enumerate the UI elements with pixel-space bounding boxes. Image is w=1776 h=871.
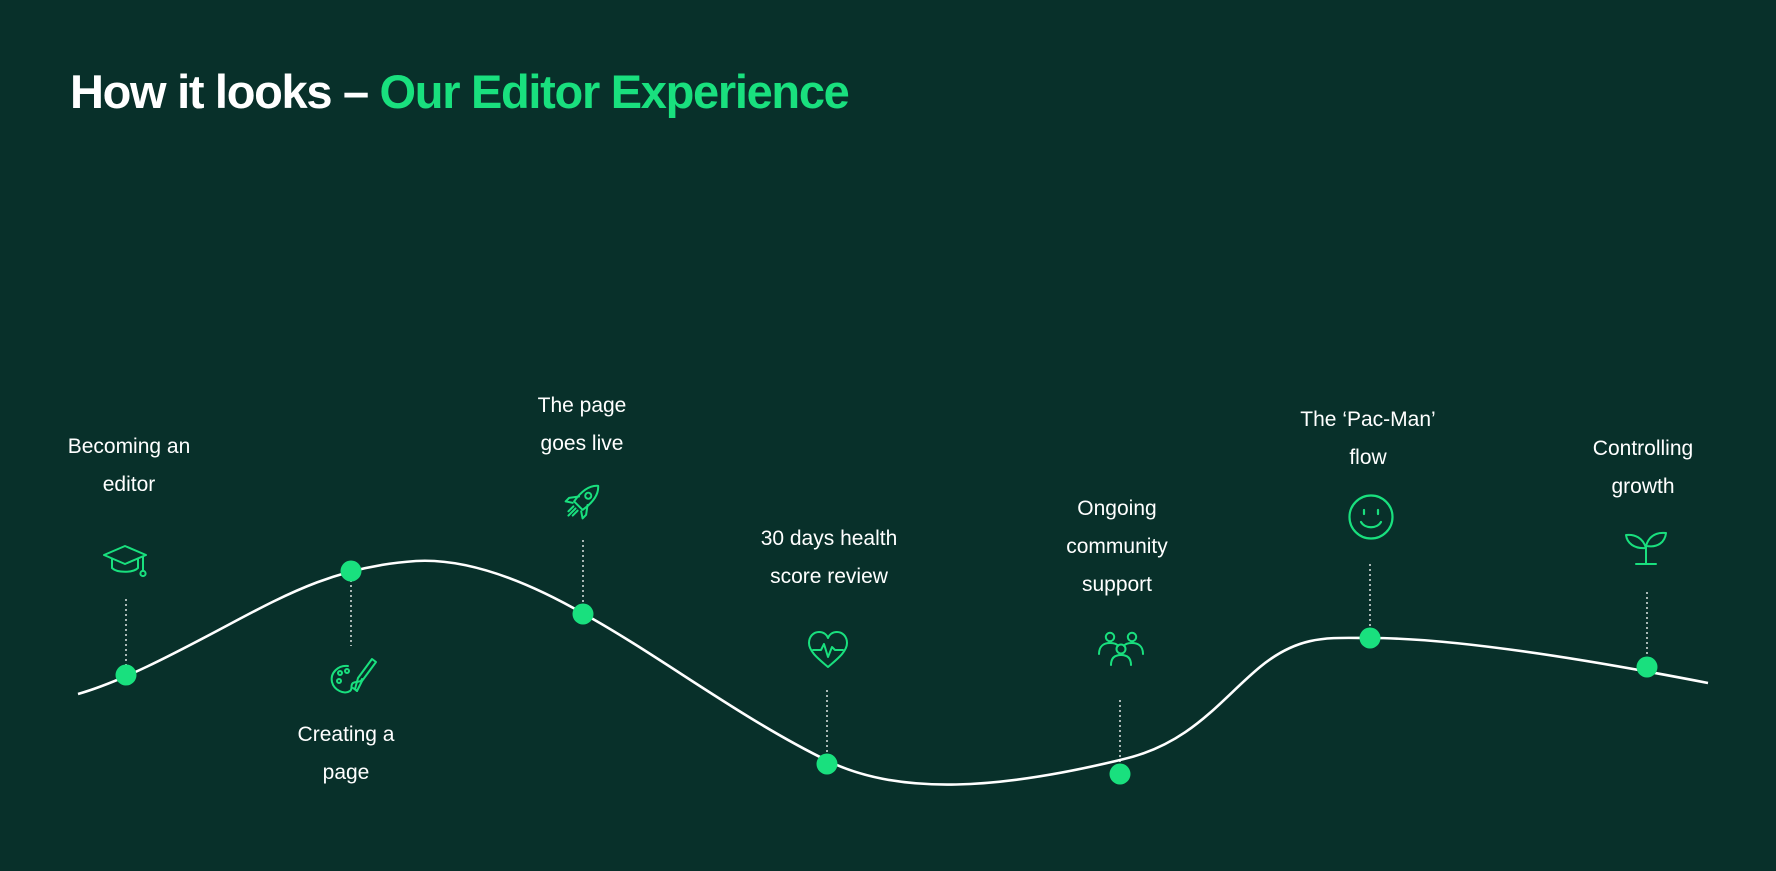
- milestone-dot: [340, 560, 362, 582]
- label-pac-man-flow: The ‘Pac-Man’ flow: [1268, 401, 1468, 477]
- milestone-community-support: [1098, 631, 1144, 785]
- label-line: Ongoing: [1077, 497, 1157, 520]
- milestone-page-live: [564, 484, 600, 625]
- label-community-support: Ongoing community support: [1017, 490, 1217, 604]
- label-line: Creating a: [297, 723, 395, 746]
- milestone-creating-page: [330, 560, 377, 694]
- milestone-controlling-growth: [1625, 531, 1667, 678]
- milestone-dot: [1359, 627, 1381, 649]
- milestone-dot: [816, 753, 838, 775]
- label-line: The ‘Pac-Man’: [1300, 408, 1436, 431]
- smiley-face-icon: [1348, 494, 1394, 540]
- title-accent: Our Editor Experience: [379, 65, 850, 118]
- label-line: The page: [537, 394, 627, 417]
- label-line: goes live: [540, 432, 624, 455]
- label-becoming-editor: Becoming an editor: [29, 428, 229, 504]
- title-prefix: How it looks –: [70, 65, 380, 118]
- label-line: Controlling: [1592, 437, 1694, 460]
- label-line: support: [1081, 573, 1153, 596]
- label-controlling-growth: Controlling growth: [1543, 430, 1743, 506]
- label-line: score review: [770, 565, 888, 588]
- label-line: 30 days health: [760, 527, 898, 550]
- label-line: growth: [1611, 475, 1675, 498]
- milestone-dot: [115, 664, 137, 686]
- milestone-dot: [572, 603, 594, 625]
- rocket-icon: [564, 484, 600, 520]
- graduation-cap-icon: [103, 545, 147, 578]
- milestone-dot: [1109, 763, 1131, 785]
- community-people-icon: [1098, 631, 1144, 666]
- milestone-pac-man-flow: [1348, 494, 1394, 649]
- paint-palette-icon: [330, 658, 377, 694]
- label-line: community: [1066, 535, 1168, 558]
- label-health-review: 30 days health score review: [729, 520, 929, 596]
- label-creating-page: Creating a page: [246, 716, 446, 792]
- milestone-health-review: [808, 631, 848, 775]
- label-line: flow: [1349, 446, 1387, 469]
- seedling-icon: [1625, 531, 1667, 565]
- milestone-becoming-editor: [103, 545, 147, 686]
- page-title: How it looks – Our Editor Experience: [70, 64, 850, 119]
- label-line: page: [322, 761, 370, 784]
- heart-pulse-icon: [808, 631, 848, 668]
- milestone-dot: [1636, 656, 1658, 678]
- label-line: Becoming an: [67, 435, 191, 458]
- label-line: editor: [102, 473, 156, 496]
- label-page-live: The page goes live: [482, 387, 682, 463]
